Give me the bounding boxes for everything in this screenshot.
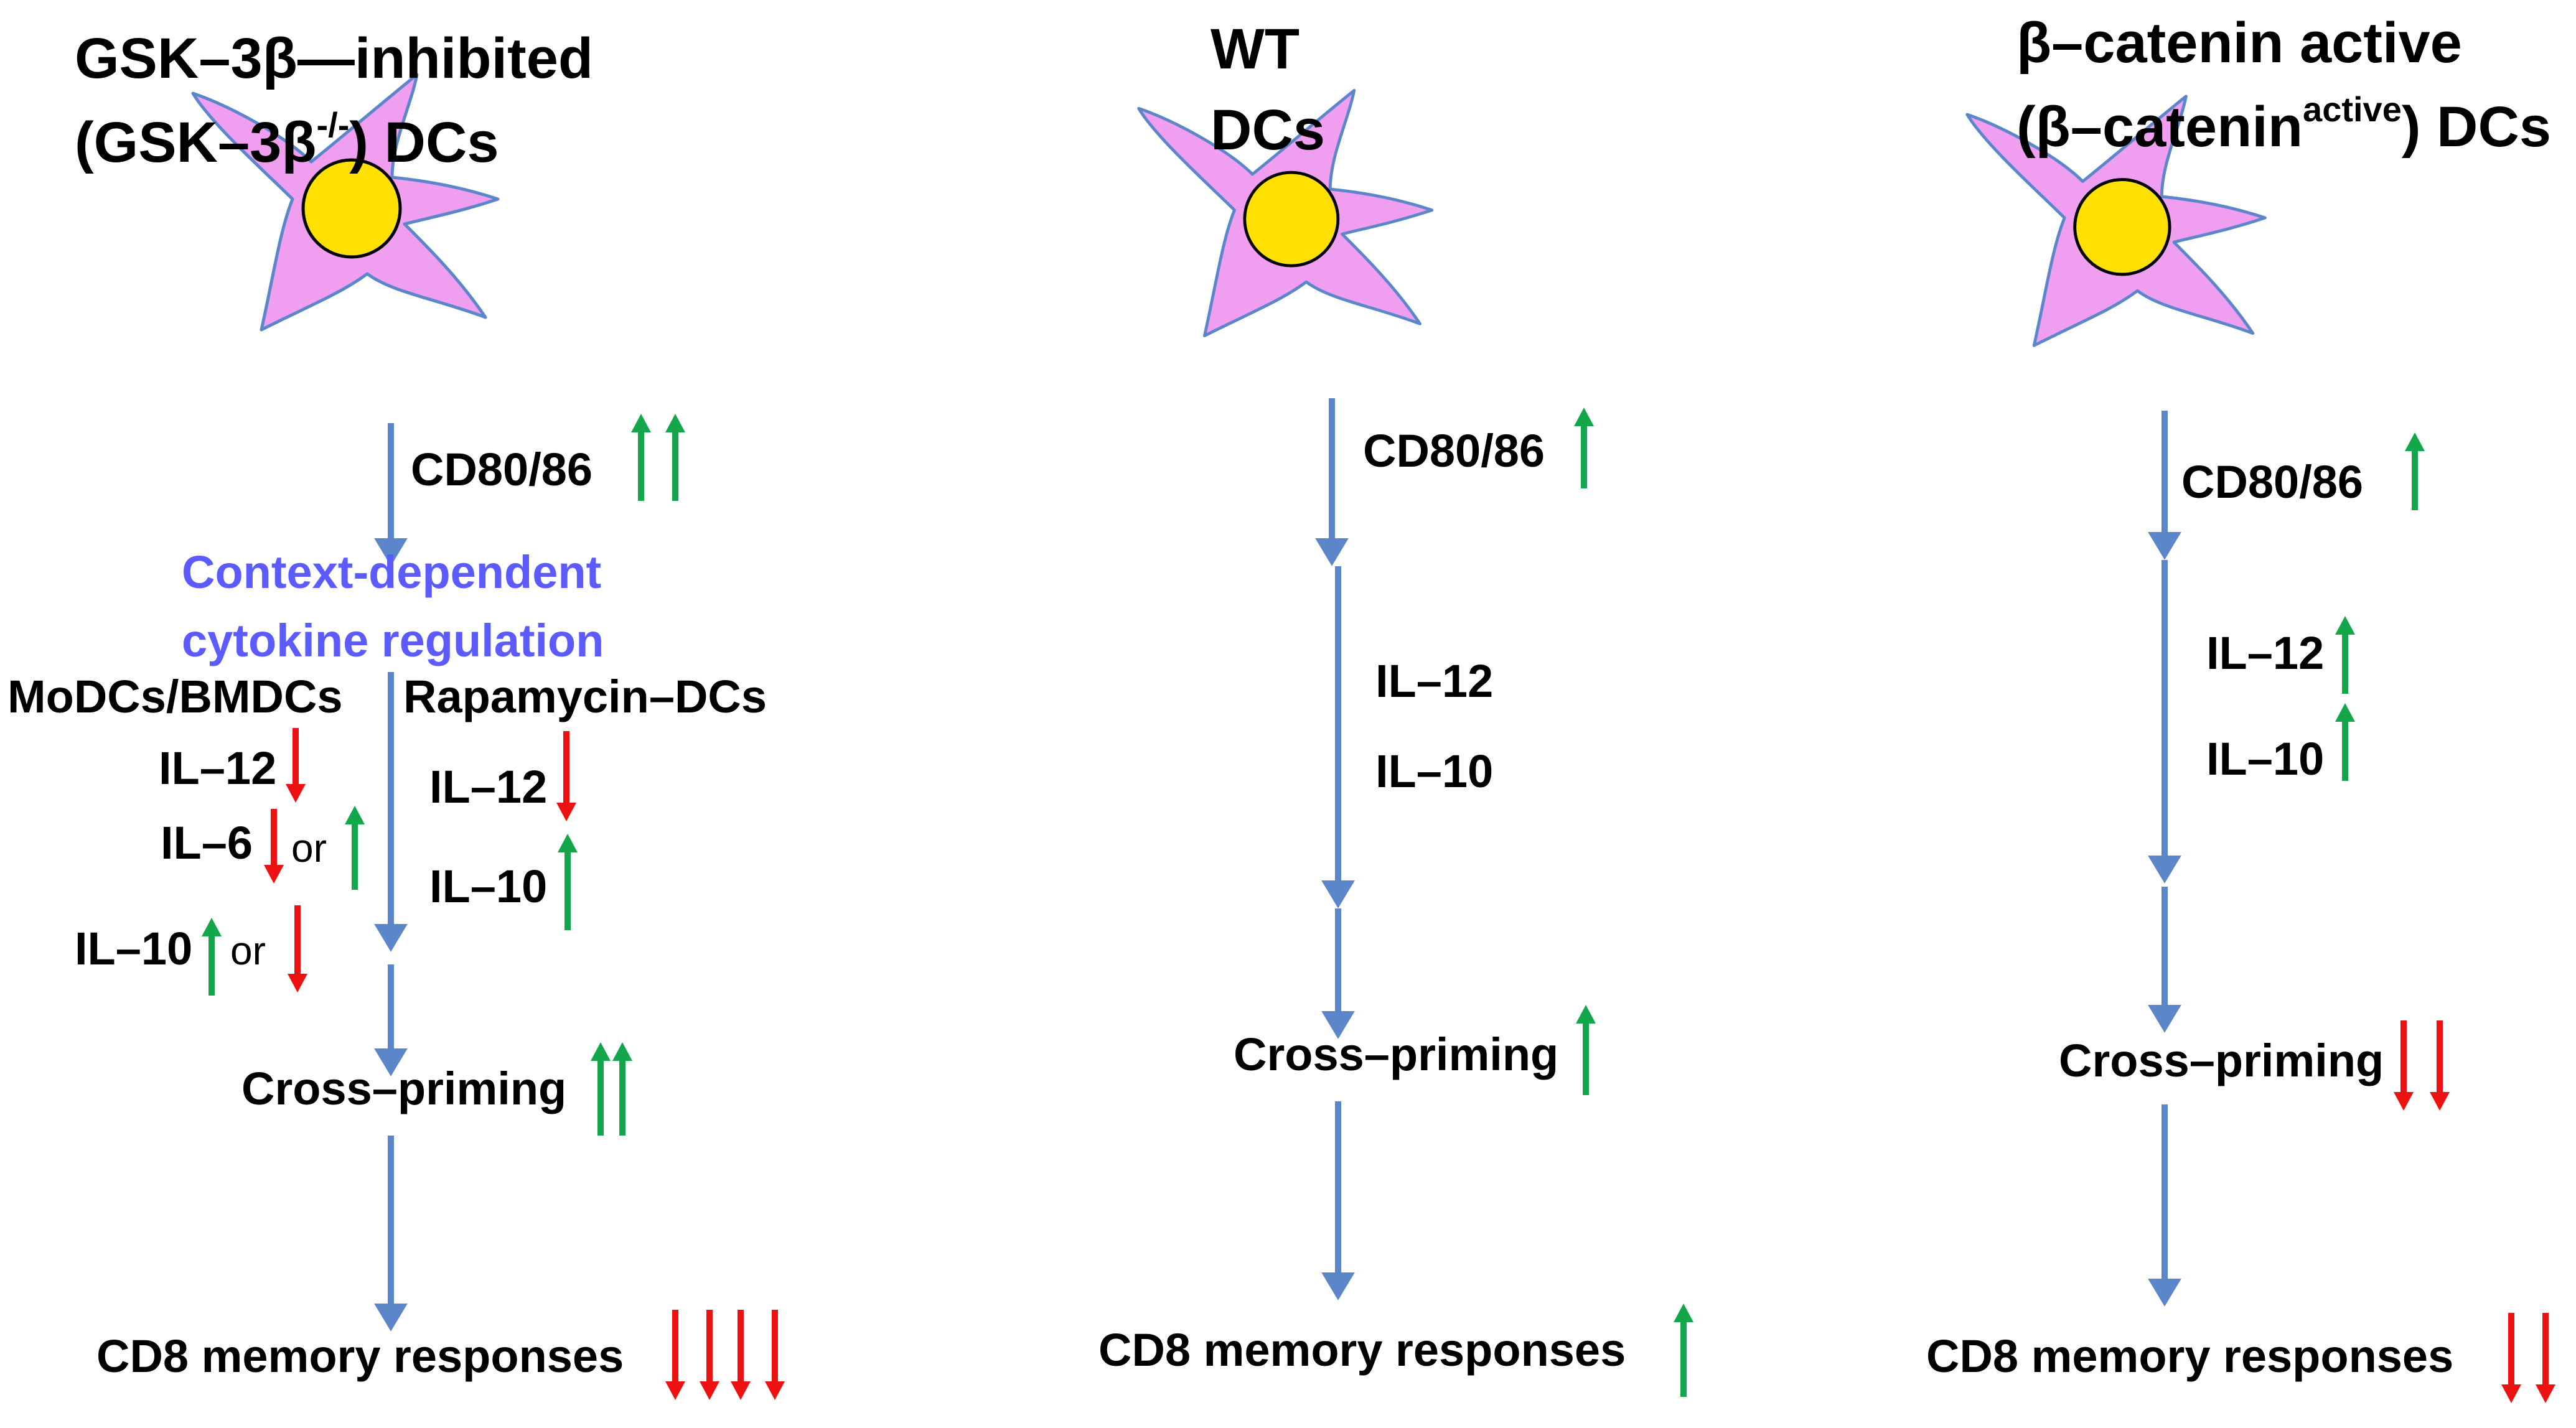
flow-arrow-wt-1	[1315, 398, 1349, 566]
memory-down-arrow-gsk-4	[765, 1310, 785, 1400]
panel-catenin-title-line1: β–catenin active	[2016, 11, 2462, 75]
left-il12-down-arrow-gsk	[286, 728, 306, 803]
cd80-up-arrow-catenin	[2405, 432, 2425, 510]
cross-priming-down-arrow-catenin-1	[2394, 1020, 2414, 1111]
left-il10-down-arrow-gsk	[288, 905, 307, 992]
panel-catenin-memory: CD8 memory responses	[1926, 1330, 2453, 1382]
cd80-up-arrow-gsk-2	[665, 414, 685, 501]
panel-gsk-left-header: MoDCs/BMDCs	[7, 671, 343, 722]
flow-arrow-gsk-1	[374, 423, 408, 566]
panel-catenin-title-line2: (β–cateninactive) DCs	[2016, 90, 2551, 159]
panel-gsk-or-2: or	[230, 928, 266, 973]
right-il12-down-arrow-gsk	[556, 731, 576, 821]
memory-up-arrow-wt	[1674, 1304, 1693, 1397]
panel-catenin-cross-priming: Cross–priming	[2059, 1035, 2384, 1086]
panel-gsk-context-line1: Context-dependent	[182, 546, 601, 598]
panel-gsk-memory: CD8 memory responses	[96, 1330, 624, 1382]
flow-arrow-catenin-4	[2148, 1104, 2181, 1307]
panel-catenin-cd80-label: CD80/86	[2181, 456, 2363, 508]
cross-priming-up-arrow-wt	[1576, 1005, 1596, 1095]
panel-gsk-right-il10: IL–10	[429, 861, 547, 912]
panel-wt-title-line1: WT	[1211, 17, 1300, 81]
memory-down-arrow-gsk-3	[731, 1310, 751, 1400]
panel-wt-il12: IL–12	[1375, 655, 1493, 707]
panel-wt-il10: IL–10	[1375, 745, 1493, 797]
il10-up-arrow-catenin	[2335, 703, 2355, 781]
panel-wt-title-line2: DCs	[1211, 98, 1325, 162]
panel-wt-memory: CD8 memory responses	[1098, 1324, 1626, 1376]
panel-gsk: GSK–3β—inhibited (GSK–3β-/-) DCs CD80/86…	[7, 27, 767, 1382]
memory-down-arrow-gsk-1	[665, 1310, 685, 1400]
panel-catenin-il10: IL–10	[2206, 733, 2324, 785]
memory-down-arrow-catenin-1	[2501, 1313, 2521, 1403]
panel-gsk-or-1: or	[291, 826, 327, 870]
cd80-up-arrow-gsk-1	[631, 414, 651, 501]
panel-wt: WT DCs CD80/86 IL–12 IL–10 Cross–priming…	[1098, 17, 1626, 1376]
memory-down-arrow-catenin-2	[2536, 1313, 2555, 1403]
flow-arrow-wt-3	[1321, 908, 1355, 1039]
panel-gsk-cross-priming: Cross–priming	[241, 1063, 566, 1114]
panel-gsk-right-il12: IL–12	[429, 761, 547, 813]
cross-priming-up-arrow-gsk-2	[612, 1042, 632, 1136]
panel-gsk-left-il12: IL–12	[159, 742, 276, 794]
flow-arrow-wt-2	[1321, 566, 1355, 908]
left-il6-up-arrow-gsk	[345, 806, 365, 890]
memory-down-arrow-gsk-2	[700, 1310, 719, 1400]
flow-arrow-catenin-2	[2148, 560, 2181, 884]
panel-gsk-title-line1: GSK–3β—inhibited	[75, 27, 593, 90]
panel-gsk-right-header: Rapamycin–DCs	[403, 671, 767, 722]
panel-catenin-il12: IL–12	[2206, 627, 2324, 679]
flow-arrow-catenin-1	[2148, 411, 2181, 560]
cd80-up-arrow-wt	[1574, 408, 1594, 488]
left-il10-up-arrow-gsk	[202, 918, 222, 996]
il12-up-arrow-catenin	[2335, 616, 2355, 694]
panel-wt-cd80-label: CD80/86	[1363, 425, 1545, 477]
panel-gsk-title-line2: (GSK–3β-/-) DCs	[75, 105, 499, 174]
panel-gsk-left-il10: IL–10	[75, 923, 192, 974]
flow-arrow-gsk-3	[374, 964, 408, 1076]
panel-catenin: β–catenin active (β–cateninactive) DCs C…	[1926, 11, 2551, 1382]
left-il6-down-arrow-gsk	[264, 809, 284, 884]
panel-gsk-context-line2: cytokine regulation	[182, 615, 604, 666]
flow-arrow-gsk-2	[374, 672, 408, 952]
panel-gsk-left-il6: IL–6	[161, 817, 253, 869]
right-il10-up-arrow-gsk	[558, 834, 578, 930]
panel-gsk-cd80-label: CD80/86	[411, 444, 592, 495]
panel-wt-cross-priming: Cross–priming	[1234, 1029, 1558, 1080]
flow-arrow-gsk-4	[374, 1136, 408, 1332]
cross-priming-down-arrow-catenin-2	[2430, 1020, 2450, 1111]
flow-arrow-catenin-3	[2148, 887, 2181, 1033]
flow-arrow-wt-4	[1321, 1101, 1355, 1300]
cross-priming-up-arrow-gsk-1	[591, 1042, 611, 1136]
